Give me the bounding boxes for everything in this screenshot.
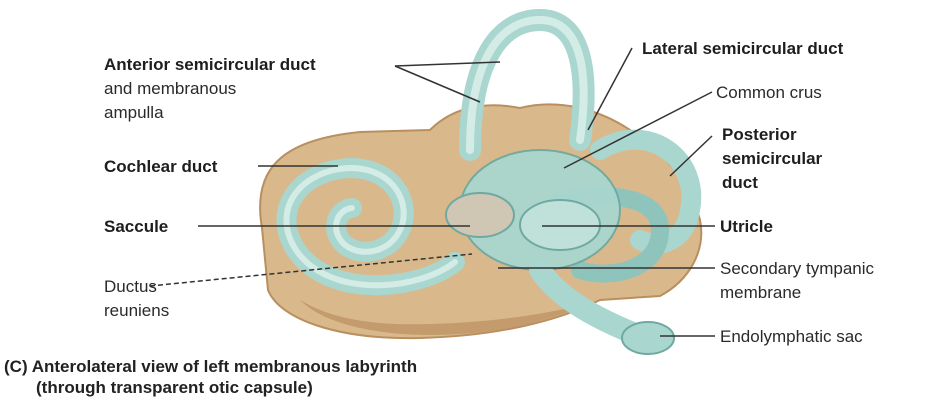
caption-line1: (C) Anterolateral view of left membranou… <box>4 356 417 377</box>
label-common-crus: Common crus <box>716 82 822 103</box>
endolymphatic-sac-shape <box>622 322 674 354</box>
label-posterior-line1: Posterior <box>722 124 797 145</box>
label-cochlear-duct: Cochlear duct <box>104 156 217 177</box>
label-anterior-line3: ampulla <box>104 102 164 123</box>
label-ductus-line1: Ductus <box>104 276 157 297</box>
label-utricle: Utricle <box>720 216 773 237</box>
label-posterior-line3: duct <box>722 172 758 193</box>
utricle-shape <box>520 200 600 250</box>
figure-caption: (C) Anterolateral view of left membranou… <box>4 356 417 398</box>
label-posterior-line2: semicircular <box>722 148 822 169</box>
label-saccule: Saccule <box>104 216 168 237</box>
label-anterior-line2: and membranous <box>104 78 236 99</box>
label-secondary-line1: Secondary tympanic <box>720 258 874 279</box>
label-anterior-semicircular-duct: Anterior semicircular duct <box>104 54 316 75</box>
label-secondary-line2: membrane <box>720 282 801 303</box>
label-ductus-line2: reuniens <box>104 300 169 321</box>
label-endolymphatic-sac: Endolymphatic sac <box>720 326 863 347</box>
label-lateral-semicircular-duct: Lateral semicircular duct <box>642 38 843 59</box>
saccule-shape <box>446 193 514 237</box>
caption-line2: (through transparent otic capsule) <box>4 377 417 398</box>
